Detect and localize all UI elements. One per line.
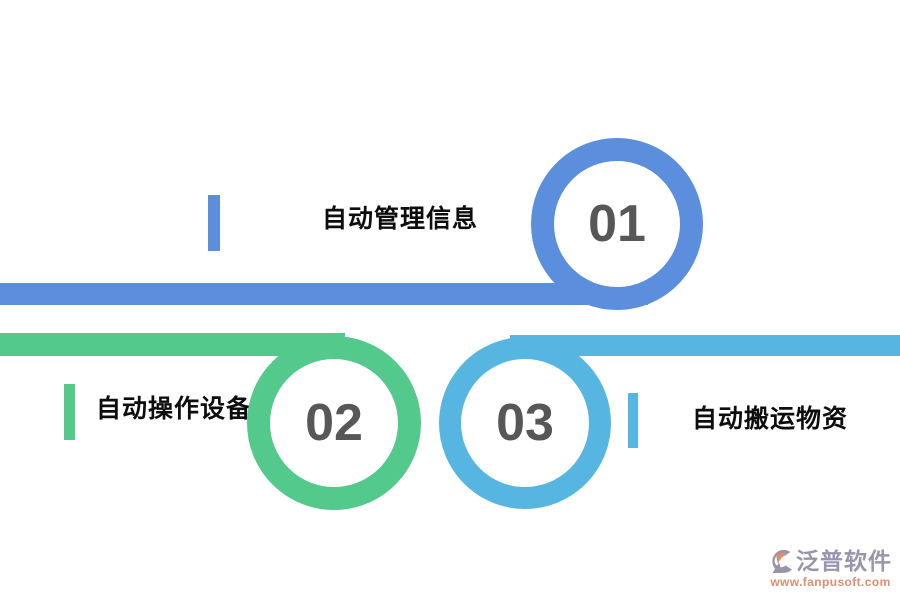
fanpu-logo-icon — [772, 549, 792, 573]
accent-bar-3 — [628, 393, 638, 448]
connector-line-1 — [0, 283, 648, 305]
step-number-3: 03 — [496, 394, 554, 452]
fanpu-logo-wedge — [772, 562, 783, 573]
accent-bar-2 — [64, 384, 75, 440]
watermark-row: 泛普软件 — [769, 548, 892, 575]
step-number-2: 02 — [305, 394, 363, 452]
loop-ring-1: 01 — [531, 138, 703, 310]
connector-line-2 — [0, 333, 345, 356]
step-label-3: 自动搬运物资 — [692, 405, 849, 433]
fanpu-logo-swoosh — [776, 552, 787, 564]
step-number-1: 01 — [588, 195, 646, 253]
accent-bar-1 — [208, 195, 220, 251]
connector-line-3 — [510, 335, 900, 356]
step-label-1: 自动管理信息 — [322, 205, 479, 233]
loop-ring-3: 03 — [439, 337, 611, 509]
watermark-brand: 泛普软件 — [796, 547, 892, 574]
watermark-url: www.fanpusoft.com — [770, 575, 891, 589]
step-label-2: 自动操作设备 — [96, 395, 253, 423]
loop-ring-2: 02 — [247, 336, 421, 510]
watermark: 泛普软件 www.fanpusoft.com — [769, 548, 892, 589]
